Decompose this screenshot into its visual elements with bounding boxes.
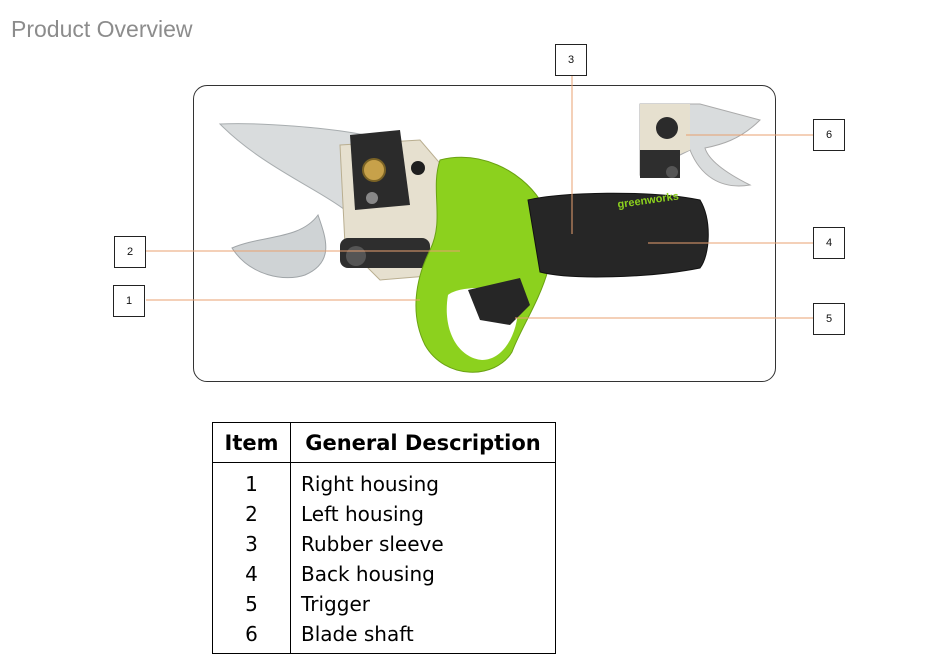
- item-description: Trigger: [290, 589, 556, 619]
- item-number: 6: [212, 619, 291, 654]
- blade-shaft-inset: [639, 103, 761, 187]
- callout-leader-lines: [146, 76, 813, 319]
- shaft-bolt-icon: [346, 246, 366, 266]
- screw-icon: [411, 161, 425, 175]
- callout-4: 4: [813, 227, 845, 259]
- adjust-nut-icon: [362, 158, 386, 182]
- item-number: 3: [212, 529, 291, 559]
- screw-icon: [366, 192, 378, 204]
- parts-table: Item General Description 1 Right housing…: [212, 422, 556, 654]
- table-row: 1 Right housing: [212, 462, 556, 499]
- table-row: 6 Blade shaft: [212, 619, 556, 654]
- table-row: 5 Trigger: [212, 589, 556, 619]
- item-description: Blade shaft: [290, 619, 556, 654]
- blade-shaft-icon: [656, 117, 678, 139]
- item-number: 2: [212, 499, 291, 529]
- item-description: Right housing: [290, 462, 556, 499]
- table-header-row: Item General Description: [212, 422, 556, 463]
- callout-6: 6: [813, 119, 845, 151]
- table-row: 3 Rubber sleeve: [212, 529, 556, 559]
- header-item: Item: [212, 422, 291, 463]
- item-description: Back housing: [290, 559, 556, 589]
- item-description: Left housing: [290, 499, 556, 529]
- item-number: 5: [212, 589, 291, 619]
- lower-blade-shape: [231, 213, 327, 279]
- rubber-sleeve-shape: [527, 192, 709, 278]
- item-description: Rubber sleeve: [290, 529, 556, 559]
- callout-1: 1: [113, 285, 145, 317]
- item-number: 1: [212, 462, 291, 499]
- callout-2: 2: [114, 236, 146, 268]
- table-row: 2 Left housing: [212, 499, 556, 529]
- item-number: 4: [212, 559, 291, 589]
- callout-5: 5: [813, 303, 845, 335]
- header-description: General Description: [290, 422, 556, 463]
- pruner-illustration: greenworks: [146, 76, 813, 373]
- callout-3: 3: [555, 44, 587, 76]
- trigger-shape: [468, 278, 530, 325]
- page-title: Product Overview: [11, 16, 193, 42]
- table-row: 4 Back housing: [212, 559, 556, 589]
